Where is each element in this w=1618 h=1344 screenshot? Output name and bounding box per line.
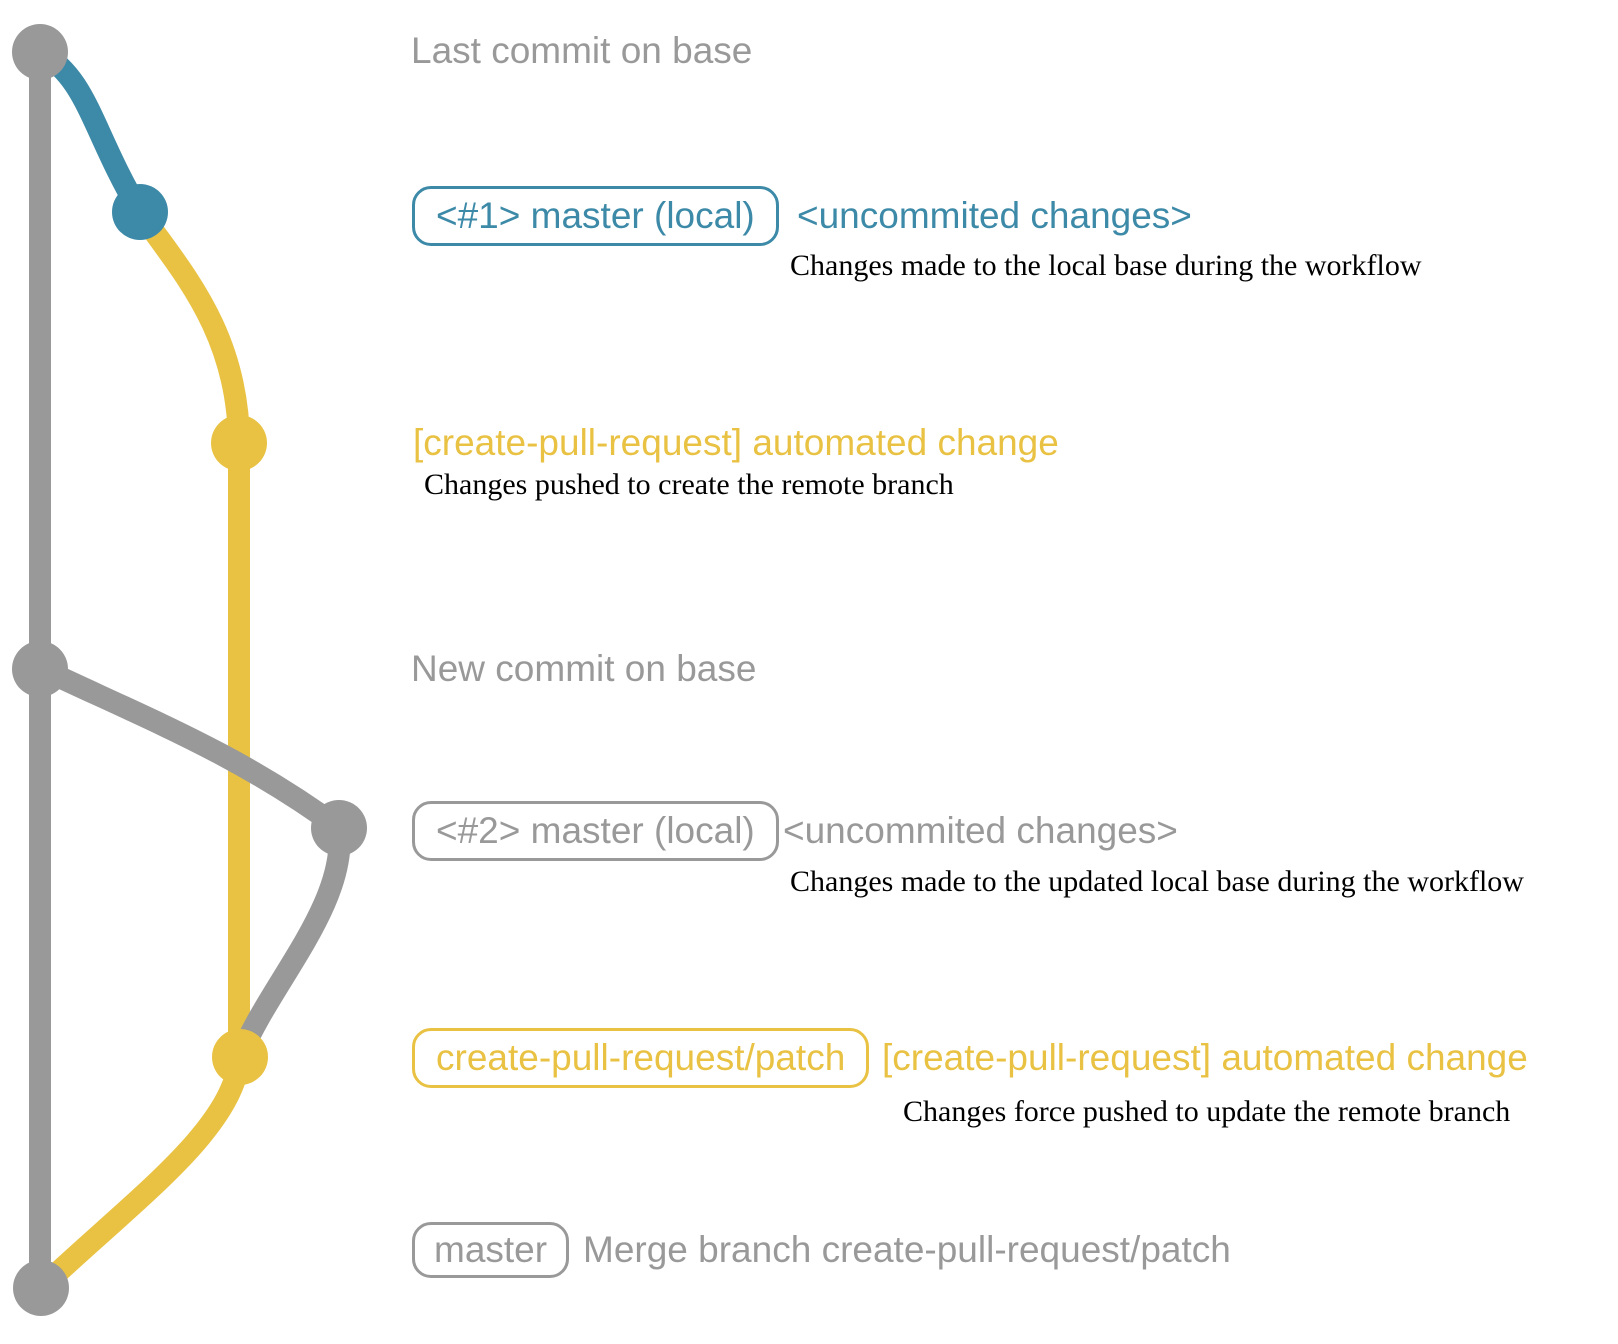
ref-badge-master-local-1-text: <#1> master (local) — [436, 195, 755, 236]
rebased-local-branch-curve — [35, 658, 351, 1062]
commit-node-uncommited-changes-2 — [311, 800, 367, 856]
detail-uncommited-changes-1: Changes made to the local base during th… — [790, 249, 1422, 282]
local-master-branch-curve — [34, 42, 150, 218]
commit-message-uncommited-changes-1: <uncommited changes> — [797, 195, 1192, 236]
commit-node-new-commit-on-base — [12, 641, 68, 697]
ref-badge-master-local-2-text: <#2> master (local) — [436, 810, 755, 851]
ref-badge-master: master — [412, 1222, 570, 1278]
commit-node-last-commit-on-base — [12, 24, 68, 80]
ref-badge-master-local-2: <#2> master (local) — [412, 801, 779, 861]
label-new-commit-on-base: New commit on base — [411, 648, 757, 689]
commit-node-automated-change-1 — [211, 415, 267, 471]
commit-message-automated-change-2: [create-pull-request] automated change — [882, 1037, 1528, 1078]
ref-badge-patch-branch: create-pull-request/patch — [412, 1028, 870, 1088]
commit-message-merge: Merge branch create-pull-request/patch — [583, 1229, 1231, 1270]
ref-badge-patch-branch-text: create-pull-request/patch — [436, 1037, 846, 1078]
detail-automated-change-2: Changes force pushed to update the remot… — [903, 1095, 1511, 1128]
ref-badge-master-local-1: <#1> master (local) — [412, 186, 779, 246]
ref-badge-master-text: master — [434, 1229, 548, 1270]
patch-branch-merge-curve — [33, 1055, 251, 1297]
detail-uncommited-changes-2: Changes made to the updated local base d… — [790, 865, 1524, 898]
commit-message-uncommited-changes-2: <uncommited changes> — [783, 810, 1178, 851]
commit-message-automated-change-1: [create-pull-request] automated change — [413, 422, 1059, 463]
detail-automated-change-1: Changes pushed to create the remote bran… — [424, 468, 954, 501]
patch-branch-line — [130, 205, 250, 1057]
commit-node-uncommited-changes-1 — [112, 184, 168, 240]
commit-node-merge — [13, 1260, 69, 1316]
commit-node-automated-change-2 — [212, 1029, 268, 1085]
label-last-commit-on-base: Last commit on base — [411, 30, 753, 71]
